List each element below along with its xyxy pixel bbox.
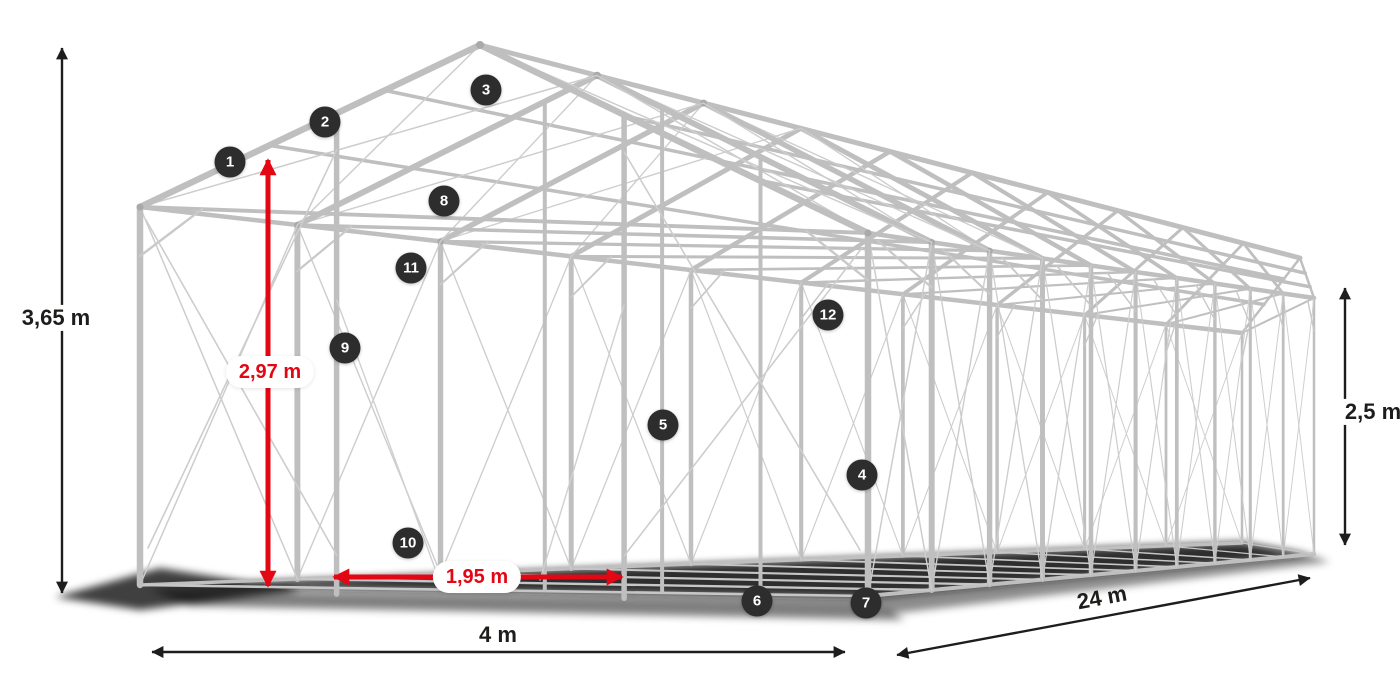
callout-badge-8: 8 (428, 185, 460, 217)
callout-badge-5: 5 (647, 409, 679, 441)
callout-badge-11: 11 (395, 252, 427, 284)
callout-badge-7: 7 (850, 587, 882, 619)
callout-badge-6: 6 (741, 585, 773, 617)
length-dimension-line (896, 574, 1311, 659)
dim-inner-width-label: 1,95 m (432, 561, 522, 593)
callout-badge-10: 10 (392, 527, 424, 559)
callout-badge-3: 3 (470, 74, 502, 106)
callout-badge-4: 4 (846, 459, 878, 491)
callout-badge-2: 2 (309, 106, 341, 138)
dim-inner-height-label: 2,97 m (225, 356, 315, 388)
cast-shadow-left (55, 568, 300, 610)
cast-shadow-front (150, 590, 905, 620)
callout-badge-1: 1 (214, 146, 246, 178)
dim-side-height-label: 2,5 m (1339, 398, 1400, 426)
dim-total-height-label: 3,65 m (16, 304, 96, 332)
callout-badge-9: 9 (329, 332, 361, 364)
callout-badge-12: 12 (812, 299, 844, 331)
dim-width-label: 4 m (474, 621, 522, 649)
